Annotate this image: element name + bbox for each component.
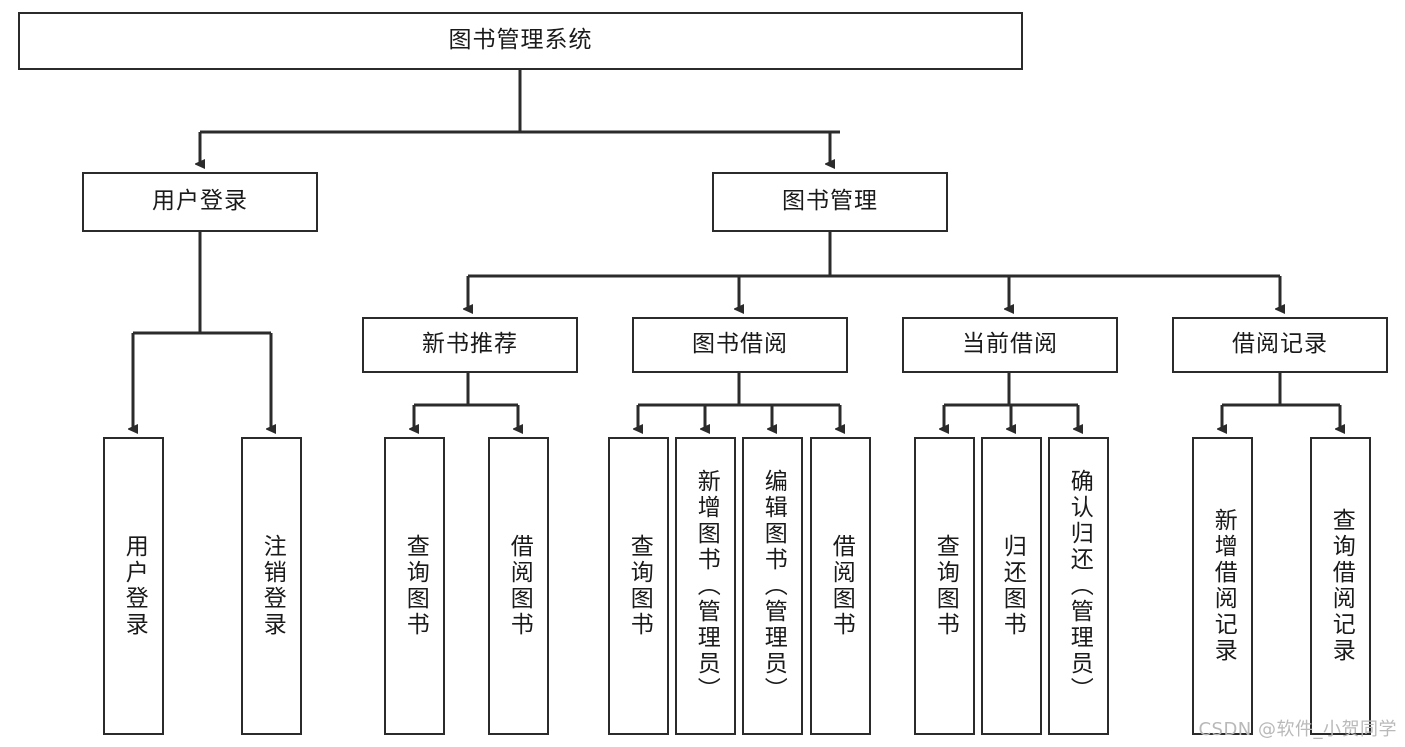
- node-book-borrow-label: 图书借阅: [692, 331, 788, 358]
- leaf-book-borrow-add[interactable]: 新增图书（管理员）: [675, 437, 736, 735]
- leaf-label: 查询图书: [626, 534, 653, 638]
- leaf-book-borrow-query[interactable]: 查询图书: [608, 437, 669, 735]
- node-book-management-label: 图书管理: [782, 188, 878, 215]
- node-current-borrow[interactable]: 当前借阅: [902, 317, 1118, 373]
- node-new-book-recommend-label: 新书推荐: [422, 331, 518, 358]
- leaf-label: 确认归还（管理员）: [1066, 469, 1093, 703]
- leaf-label: 查询图书: [402, 534, 429, 638]
- leaf-label: 新增借阅记录: [1210, 508, 1237, 664]
- leaf-label: 查询图书: [932, 534, 959, 638]
- leaf-borrow-record-query[interactable]: 查询借阅记录: [1310, 437, 1371, 735]
- leaf-label: 借阅图书: [506, 534, 533, 638]
- leaf-label: 新增图书（管理员）: [693, 469, 720, 703]
- leaf-user-login-logout[interactable]: 注销登录: [241, 437, 302, 735]
- leaf-book-borrow-borrow[interactable]: 借阅图书: [810, 437, 871, 735]
- watermark-text: CSDN @软件_小贺同学: [1198, 719, 1397, 740]
- leaf-label: 查询借阅记录: [1328, 508, 1355, 664]
- node-book-borrow[interactable]: 图书借阅: [632, 317, 848, 373]
- leaf-current-borrow-query[interactable]: 查询图书: [914, 437, 975, 735]
- leaf-label: 归还图书: [999, 534, 1026, 638]
- node-borrow-record[interactable]: 借阅记录: [1172, 317, 1388, 373]
- leaf-borrow-record-add[interactable]: 新增借阅记录: [1192, 437, 1253, 735]
- node-root-label: 图书管理系统: [448, 27, 593, 54]
- node-new-book-recommend[interactable]: 新书推荐: [362, 317, 578, 373]
- node-root-system[interactable]: 图书管理系统: [18, 12, 1023, 70]
- leaf-new-book-query[interactable]: 查询图书: [384, 437, 445, 735]
- leaf-label: 编辑图书（管理员）: [760, 469, 787, 703]
- leaf-new-book-borrow[interactable]: 借阅图书: [488, 437, 549, 735]
- leaf-label: 注销登录: [259, 534, 286, 638]
- node-borrow-record-label: 借阅记录: [1232, 331, 1328, 358]
- node-user-login[interactable]: 用户登录: [82, 172, 318, 232]
- leaf-current-borrow-return[interactable]: 归还图书: [981, 437, 1042, 735]
- leaf-label: 借阅图书: [828, 534, 855, 638]
- leaf-user-login-login[interactable]: 用户登录: [103, 437, 164, 735]
- leaf-current-borrow-confirm-return[interactable]: 确认归还（管理员）: [1048, 437, 1109, 735]
- node-user-login-label: 用户登录: [152, 188, 248, 215]
- node-current-borrow-label: 当前借阅: [962, 331, 1058, 358]
- leaf-book-borrow-edit[interactable]: 编辑图书（管理员）: [742, 437, 803, 735]
- node-book-management[interactable]: 图书管理: [712, 172, 948, 232]
- leaf-label: 用户登录: [121, 534, 148, 638]
